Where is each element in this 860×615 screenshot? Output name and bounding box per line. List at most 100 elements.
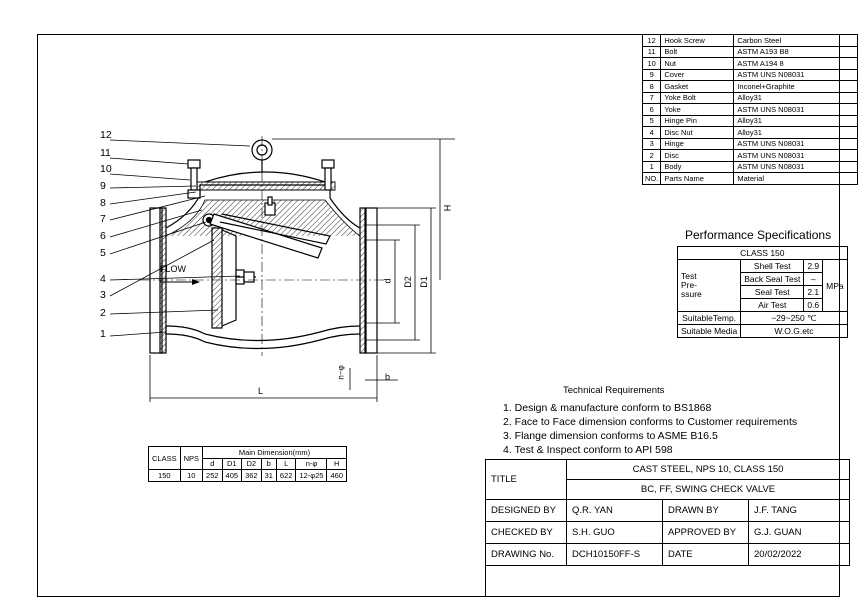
dimension-column-header: D2 — [241, 457, 262, 470]
dim-L-label: L — [258, 386, 264, 396]
part-name: Yoke Bolt — [660, 91, 735, 104]
title-block: TITLE CAST STEEL, NPS 10, CLASS 150 BC, … — [485, 459, 850, 566]
technical-requirements: Technical Requirements 1. Design & manuf… — [503, 385, 797, 457]
part-name: Gasket — [660, 80, 735, 93]
suitable-temp-value: −29~250 ℃ — [740, 311, 848, 325]
callout-5: 5 — [100, 247, 106, 259]
dim-D1-label: D1 — [418, 276, 429, 288]
callout-2: 2 — [100, 307, 106, 319]
dim-D2-label: D2 — [402, 276, 413, 288]
part-number: 5 — [641, 114, 662, 127]
title-line-1: CAST STEEL, NPS 10, CLASS 150 — [566, 459, 850, 480]
seal-test-label: Seal Test — [740, 285, 805, 299]
title-label: TITLE — [485, 459, 567, 500]
dim-d-label: d — [382, 278, 393, 284]
date-label: DATE — [662, 543, 749, 566]
flow-arrow — [160, 279, 200, 285]
dimension-column-header: d — [202, 457, 223, 470]
approved-by-label: APPROVED BY — [662, 521, 749, 544]
shell-test-label: Shell Test — [740, 259, 805, 273]
air-test-label: Air Test — [740, 298, 805, 312]
back-seal-test-value: – — [803, 272, 824, 286]
part-material: Carbon Steel — [733, 34, 859, 47]
dimension-value: 405 — [221, 469, 243, 482]
callout-1: 1 — [100, 328, 106, 340]
designed-by-label: DESIGNED BY — [485, 499, 567, 522]
parts-header-no: NO. — [641, 172, 662, 185]
technical-item: 1. Design & manufacture conform to BS186… — [503, 402, 712, 414]
parts-header-name: Parts Name — [660, 172, 735, 185]
dim-b-label: b — [385, 372, 391, 382]
dimension-column-header: L — [275, 457, 297, 470]
part-material: Alloy31 — [733, 114, 859, 127]
dimension-column-header: D1 — [221, 457, 243, 470]
part-material: Alloy31 — [733, 126, 859, 139]
parts-header-material: Material — [733, 172, 859, 185]
dimension-class-value: 150 — [148, 469, 181, 482]
dim-n-label: n−φ — [336, 365, 346, 380]
part-number: 7 — [641, 91, 662, 104]
part-number: 3 — [641, 137, 662, 150]
main-dimension-header: Main Dimension(mm) — [202, 446, 347, 459]
callout-6: 6 — [100, 230, 106, 242]
shell-test-value: 2.9 — [803, 259, 824, 273]
approved-by-value: G.J. GUAN — [748, 521, 850, 544]
dimension-value: 31 — [260, 469, 277, 482]
part-name: Hinge — [660, 137, 735, 150]
part-material: ASTM A193 B8 — [733, 45, 859, 58]
dimension-value: 362 — [241, 469, 262, 482]
part-number: 4 — [641, 126, 662, 139]
part-name: Hinge Pin — [660, 114, 735, 127]
unit-label: MPa — [822, 259, 848, 312]
technical-item: 3. Flange dimension conforms to ASME B16… — [503, 430, 718, 442]
part-material: ASTM A194 8 — [733, 57, 859, 70]
checked-by-value: S.H. GUO — [566, 521, 663, 544]
callout-7: 7 — [100, 213, 106, 225]
air-test-value: 0.6 — [803, 298, 824, 312]
part-number: 1 — [641, 160, 662, 173]
drawn-by-value: J.F. TANG — [748, 499, 850, 522]
dimension-column-header: H — [326, 457, 347, 470]
drawing-no-value: DCH10150FF-S — [566, 543, 663, 566]
part-material: ASTM UNS N08031 — [733, 149, 859, 162]
part-number: 11 — [641, 45, 662, 58]
callout-4: 4 — [100, 273, 106, 285]
technical-item: 4. Test & Inspect conform to API 598 — [503, 444, 673, 456]
callout-10: 10 — [100, 163, 112, 175]
dimension-value: 252 — [202, 469, 223, 482]
checked-by-label: CHECKED BY — [485, 521, 567, 544]
part-material: ASTM UNS N08031 — [733, 103, 859, 116]
suitable-media-label: Suitable Media — [676, 324, 742, 338]
callout-11: 11 — [100, 147, 111, 159]
callout-8: 8 — [100, 197, 106, 209]
dimension-lines — [149, 138, 455, 402]
performance-title: Performance Specifications — [685, 228, 832, 242]
part-material: ASTM UNS N08031 — [733, 137, 859, 150]
part-number: 10 — [641, 57, 662, 70]
part-name: Body — [660, 160, 735, 173]
suitable-temp-label: SuitableTemp. — [676, 311, 742, 325]
dimension-value: 12-φ25 — [295, 469, 328, 482]
technical-item: 2. Face to Face dimension conforms to Cu… — [503, 416, 798, 428]
part-name: Disc — [660, 149, 735, 162]
part-material: ASTM UNS N08031 — [733, 68, 859, 81]
suitable-media-value: W.O.G.etc — [740, 324, 848, 338]
part-material: Alloy31 — [733, 91, 859, 104]
part-name: Yoke — [660, 103, 735, 116]
callout-9: 9 — [100, 180, 106, 192]
